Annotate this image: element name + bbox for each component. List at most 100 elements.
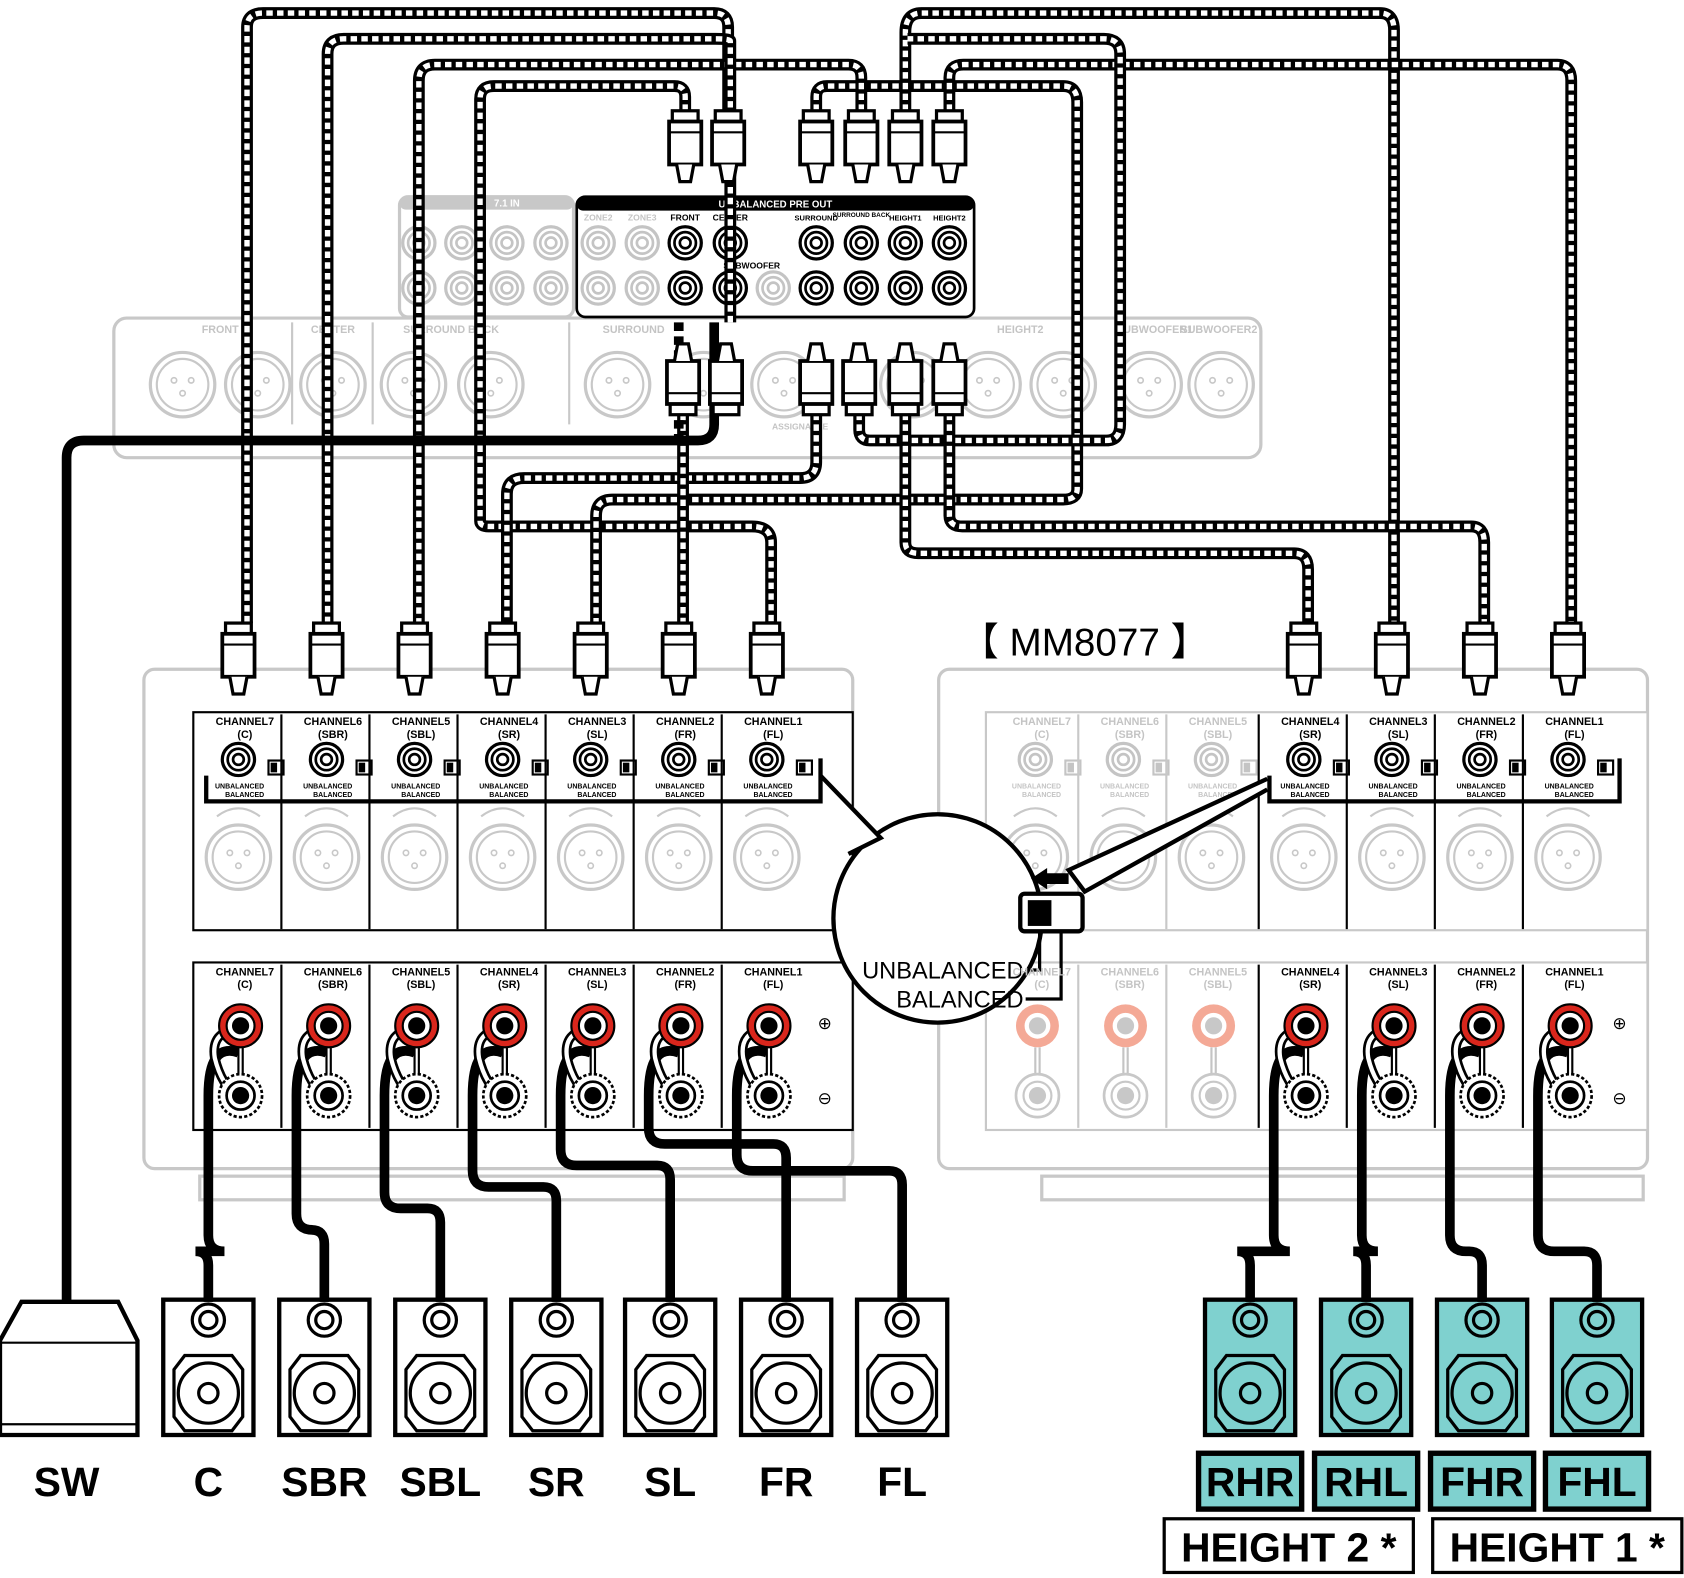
rca-cable-stripe	[946, 61, 1574, 624]
speaker-label: RHL	[1324, 1459, 1408, 1505]
channel-sub: (FL)	[763, 979, 784, 991]
speaker-icon	[1549, 1297, 1645, 1438]
rca-plug	[308, 621, 345, 696]
channel-name: CHANNEL2	[656, 716, 714, 728]
speaker-output-channel3: CHANNEL3(SL)	[1345, 964, 1428, 1128]
channel-sub: (SR)	[498, 729, 520, 741]
switch-label-unbalanced: UNBALANCED	[1100, 783, 1149, 790]
channel-sub: (C)	[237, 979, 252, 991]
channel-name: CHANNEL3	[568, 716, 626, 728]
subwoofer-cable	[61, 322, 720, 1302]
channel-name: CHANNEL7	[216, 716, 274, 728]
assignable-label: ASSIGNABLE	[772, 422, 829, 432]
negative-terminal	[746, 1072, 792, 1119]
negative-terminal	[305, 1072, 352, 1119]
switch-label-unbalanced: UNBALANCED	[1368, 783, 1417, 790]
speaker-rhl: RHL	[1311, 1297, 1421, 1512]
rca-plug	[660, 621, 697, 696]
speaker-rhr: RHR	[1195, 1297, 1305, 1512]
speaker-label: SBR	[281, 1459, 367, 1505]
speaker-label: FHL	[1557, 1459, 1636, 1505]
negative-terminal	[1190, 1072, 1237, 1119]
switch-label-balanced: BALANCED	[1022, 792, 1061, 799]
channel-sub: (C)	[1034, 979, 1049, 991]
positive-terminal	[658, 1003, 704, 1049]
channel-name: CHANNEL6	[1101, 716, 1159, 728]
xlr-input-jack	[292, 823, 361, 892]
xlr-input-jack	[644, 823, 713, 892]
switch-label-unbalanced: UNBALANCED	[1012, 783, 1061, 790]
speaker-c: C	[161, 1297, 256, 1505]
rca-input-jack	[661, 741, 697, 778]
positive-terminal	[1014, 1003, 1061, 1049]
polarity-minus-right: ⊖	[1612, 1088, 1626, 1108]
channel-name: CHANNEL6	[304, 966, 362, 978]
switch-label-balanced: BALANCED	[1290, 792, 1329, 799]
rca-input-jack	[572, 741, 609, 778]
rca-input-jack	[396, 741, 433, 778]
rca-cable-stripe	[244, 10, 731, 624]
speaker-label: RHR	[1206, 1459, 1294, 1505]
channel-sub: (SBR)	[318, 979, 348, 991]
switch-label-unbalanced: UNBALANCED	[215, 783, 264, 790]
speaker-fhl: FHL	[1542, 1297, 1652, 1512]
speaker-output-channel2: CHANNEL2(FR)	[632, 964, 714, 1128]
channel-name: CHANNEL5	[392, 966, 450, 978]
positive-terminal	[306, 1003, 352, 1049]
channel-sub: (SL)	[1388, 979, 1409, 991]
channel-name: CHANNEL5	[1189, 716, 1247, 728]
speaker-output-channel1: CHANNEL1(FL)	[1521, 964, 1604, 1128]
channel-sub: (C)	[1034, 729, 1049, 741]
speaker-fhr: FHR	[1427, 1297, 1537, 1512]
positive-terminal	[482, 1003, 528, 1049]
channel-sub: (FR)	[1476, 729, 1498, 741]
rca-cable-stripe	[902, 10, 1397, 624]
speaker-sl: SL	[622, 1297, 718, 1505]
zone3-label: ZONE3	[628, 212, 657, 222]
height1-group-box	[1431, 1517, 1684, 1575]
polarity-plus: ⊕	[818, 1013, 832, 1033]
channel-sub: (SBR)	[1115, 979, 1145, 991]
xlr-label-subwoofer1: SUBWOOFER1	[1116, 324, 1193, 336]
channel-sub: (SR)	[1299, 729, 1321, 741]
speaker-label-box	[1542, 1450, 1652, 1512]
switch-label-balanced: BALANCED	[665, 792, 704, 799]
xlr-input-jack	[556, 823, 625, 892]
positive-terminal	[746, 1003, 792, 1049]
speaker-fr: FR	[738, 1297, 834, 1505]
channel-sub: (FL)	[1564, 729, 1585, 741]
power-amp-right: 【 MM8077 】 CHANNEL7(C)UNBALANCEDBALANCED…	[937, 621, 1650, 1202]
speaker-sbr: SBR	[277, 1297, 372, 1505]
channel-sub: (SL)	[587, 729, 608, 741]
channel-sub: (FR)	[674, 729, 696, 741]
channel-name: CHANNEL2	[1457, 716, 1515, 728]
preamp-top-plugs	[667, 108, 968, 184]
negative-terminal	[1102, 1072, 1149, 1119]
channel-name: CHANNEL7	[1013, 966, 1071, 978]
channel-name: CHANNEL3	[568, 966, 626, 978]
positive-terminal	[1102, 1003, 1149, 1049]
negative-terminal	[1283, 1072, 1329, 1119]
callout-unbalanced-label: UNBALANCED	[862, 959, 1023, 985]
speaker-label: FHR	[1440, 1459, 1524, 1505]
speaker-label: FL	[877, 1459, 927, 1505]
rca-cable-stripe	[477, 83, 774, 624]
channel-sub: (FL)	[763, 729, 784, 741]
speaker-icon	[161, 1297, 256, 1438]
speaker-icon	[1434, 1297, 1530, 1438]
speaker-label: SBL	[400, 1459, 482, 1505]
rca-cables	[241, 7, 1578, 624]
height-group-labels: HEIGHT 2 * HEIGHT 1 *	[1162, 1517, 1684, 1575]
speaker-output-channel7: CHANNEL7(C)	[1013, 966, 1071, 1119]
switch-label-balanced: BALANCED	[1555, 792, 1594, 799]
channel-name: CHANNEL4	[480, 966, 538, 978]
channel-name: CHANNEL5	[392, 716, 450, 728]
speaker-icon	[393, 1297, 488, 1438]
switch-label-balanced: BALANCED	[1110, 792, 1149, 799]
channel-sub: (SBL)	[407, 979, 436, 991]
speaker-output-channel4: CHANNEL4(SR)	[1257, 964, 1339, 1128]
